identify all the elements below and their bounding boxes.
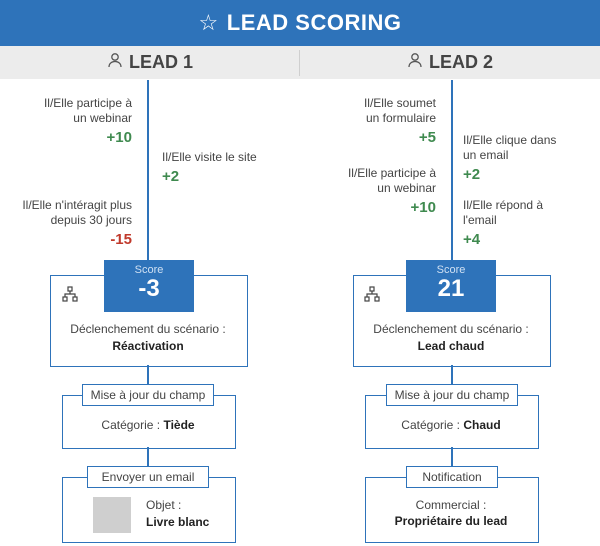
points: -15 xyxy=(110,231,132,248)
user-icon xyxy=(107,52,123,73)
lead-2-update: Catégorie : Chaud xyxy=(401,418,501,432)
workflow-icon xyxy=(62,286,78,307)
title-bar: ☆ LEAD SCORING xyxy=(0,0,600,46)
lead-2-event-4: Il/Elle répond à l'email +4 xyxy=(463,198,583,247)
lead-2-action: Commercial : Propriétaire du lead xyxy=(394,498,508,528)
lead-2-action-tag: Notification xyxy=(406,466,498,488)
lead-1-timeline xyxy=(147,80,149,260)
points: +5 xyxy=(418,129,436,146)
document-thumbnail xyxy=(93,497,131,533)
lead-2-event-3: Il/Elle participe à un webinar +10 xyxy=(314,166,436,215)
connector xyxy=(147,447,149,467)
lead-2-header: LEAD 2 xyxy=(300,46,600,79)
lead-2-title: LEAD 2 xyxy=(428,52,493,72)
connector xyxy=(451,365,453,385)
connector xyxy=(451,447,453,467)
points: +2 xyxy=(463,166,481,183)
lead-2-action-box xyxy=(365,477,539,543)
lead-1-event-1: Il/Elle participe à un webinar +10 xyxy=(20,96,132,145)
lead-1-header: LEAD 1 xyxy=(0,46,300,79)
lead-1-score: Score -3 xyxy=(104,260,194,312)
lead-1-action-box xyxy=(62,477,236,543)
lead-2-event-1: Il/Elle soumet un formulaire +5 xyxy=(324,96,436,145)
lead-2-trigger: Déclenchement du scénario : Lead chaud xyxy=(373,322,529,353)
lead-header-bar xyxy=(0,46,600,79)
lead-1-title: LEAD 1 xyxy=(128,52,193,72)
connector xyxy=(147,365,149,385)
score-value: -3 xyxy=(138,275,160,302)
header-divider xyxy=(299,50,300,76)
page-title: LEAD SCORING xyxy=(226,10,402,35)
lead-1-event-3: Il/Elle n'intéragit plus depuis 30 jours… xyxy=(10,198,132,247)
lead-2-timeline xyxy=(451,80,453,260)
lead-1-trigger: Déclenchement du scénario : Réactivation xyxy=(70,322,226,353)
lead-1-update: Catégorie : Tiède xyxy=(101,418,195,432)
star-icon: ☆ xyxy=(198,10,219,35)
points: +10 xyxy=(106,129,132,146)
points: +2 xyxy=(162,168,180,185)
lead-2-event-2: Il/Elle clique dans un email +2 xyxy=(463,133,583,182)
lead-1-action-tag: Envoyer un email xyxy=(87,466,209,488)
lead-1-update-tag: Mise à jour du champ xyxy=(82,384,214,406)
score-value: 21 xyxy=(437,275,465,302)
lead-2-score: Score 21 xyxy=(406,260,496,312)
points: +10 xyxy=(410,199,436,216)
workflow-icon xyxy=(364,286,380,307)
lead-1-action: Objet : Livre blanc xyxy=(146,498,210,529)
points: +4 xyxy=(463,231,481,248)
user-icon xyxy=(407,52,423,73)
lead-2-update-tag: Mise à jour du champ xyxy=(386,384,518,406)
lead-1-event-2: Il/Elle visite le site +2 xyxy=(162,150,292,184)
